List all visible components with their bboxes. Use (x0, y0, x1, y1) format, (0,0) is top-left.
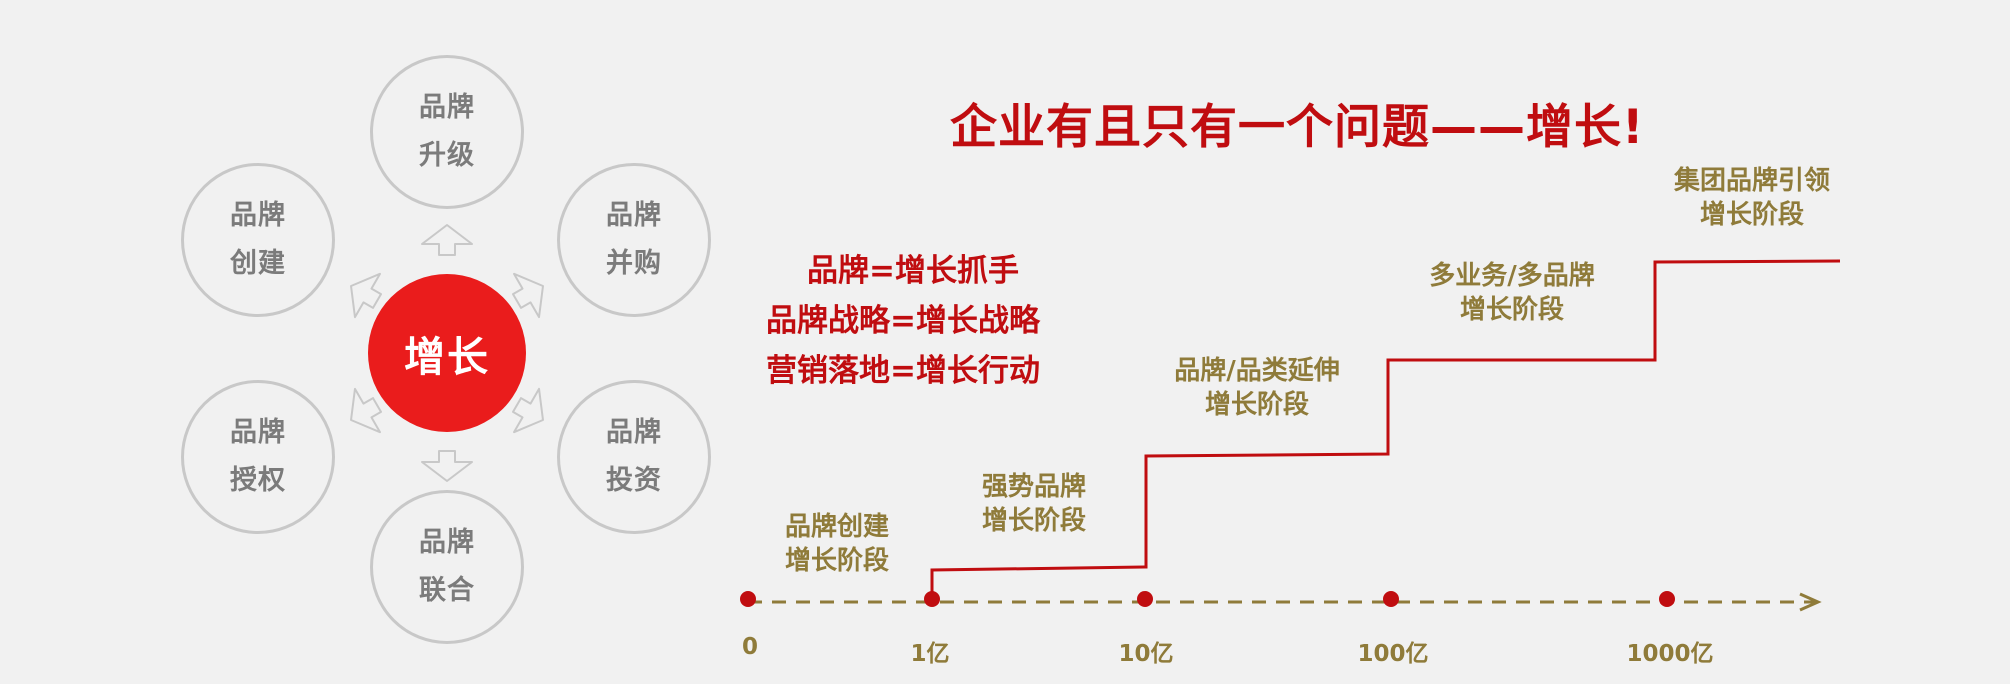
node-line: 品牌 (606, 417, 662, 448)
stage-line: 品牌/品类延伸 (1174, 356, 1340, 386)
axis-dot (1137, 591, 1153, 607)
node-line: 品牌 (419, 92, 475, 123)
node-line: 品牌 (230, 200, 286, 231)
node-line: 升级 (419, 140, 475, 171)
stage-line: 增长阶段 (784, 546, 890, 576)
node-brand-licensing: 品牌 授权 (181, 380, 335, 534)
axis-dot (924, 591, 940, 607)
stage-label: 多业务/多品牌 增长阶段 (1429, 259, 1595, 327)
node-brand-alliance: 品牌 联合 (370, 490, 524, 644)
axis-tick-label: 100亿 (1357, 641, 1429, 667)
node-line: 并购 (606, 248, 662, 279)
stage-label: 强势品牌 增长阶段 (982, 470, 1086, 538)
arrow-lower-left-icon (350, 387, 382, 434)
stage-line: 增长阶段 (981, 506, 1087, 536)
axis-tick-label: 1亿 (910, 641, 950, 667)
stage-line: 多业务/多品牌 (1429, 261, 1595, 291)
hub-growth: 增长 (368, 274, 526, 432)
stage-line: 集团品牌引领 (1673, 166, 1831, 196)
arrow-up-icon (421, 224, 473, 256)
slogan-line: 品牌=增长抓手 (807, 253, 1019, 289)
stage-line: 强势品牌 (981, 472, 1087, 502)
node-line: 投资 (606, 465, 662, 496)
node-line: 品牌 (606, 200, 662, 231)
axis-dot (740, 591, 756, 607)
axis-dot (1659, 591, 1675, 607)
node-line: 品牌 (230, 417, 286, 448)
arrow-down-icon (421, 450, 473, 482)
arrow-lower-right-icon (512, 387, 544, 434)
growth-step-line (930, 259, 1841, 596)
stage-label: 集团品牌引领 增长阶段 (1674, 164, 1830, 232)
stage-label: 品牌/品类延伸 增长阶段 (1174, 354, 1340, 422)
slogan-line: 品牌战略=增长战略 (766, 303, 1040, 339)
stage-line: 增长阶段 (1699, 200, 1805, 230)
node-line: 联合 (419, 575, 475, 606)
node-line: 品牌 (419, 527, 475, 558)
stage-line: 增长阶段 (1204, 390, 1309, 420)
node-brand-creation: 品牌 创建 (181, 163, 335, 317)
node-brand-investment: 品牌 投资 (557, 380, 711, 534)
stage-label: 品牌创建 增长阶段 (785, 510, 889, 578)
slogan-line: 营销落地=增长行动 (766, 353, 1040, 389)
axis-dot (1383, 591, 1399, 607)
page-title: 企业有且只有一个问题——增长! (950, 100, 1645, 155)
node-line: 创建 (230, 248, 286, 279)
node-line: 授权 (230, 465, 286, 496)
axis-tick-label: 1000亿 (1626, 641, 1714, 667)
axis-tick-label: 0 (741, 634, 759, 660)
node-brand-upgrade: 品牌 升级 (370, 55, 524, 209)
node-brand-acquisition: 品牌 并购 (557, 163, 711, 317)
stage-line: 品牌创建 (784, 512, 890, 542)
axis-tick-label: 10亿 (1118, 641, 1174, 667)
axis-arrow-icon (1799, 592, 1822, 612)
arrow-upper-right-icon (512, 272, 544, 319)
arrow-upper-left-icon (350, 272, 382, 319)
stage-line: 增长阶段 (1459, 295, 1564, 325)
